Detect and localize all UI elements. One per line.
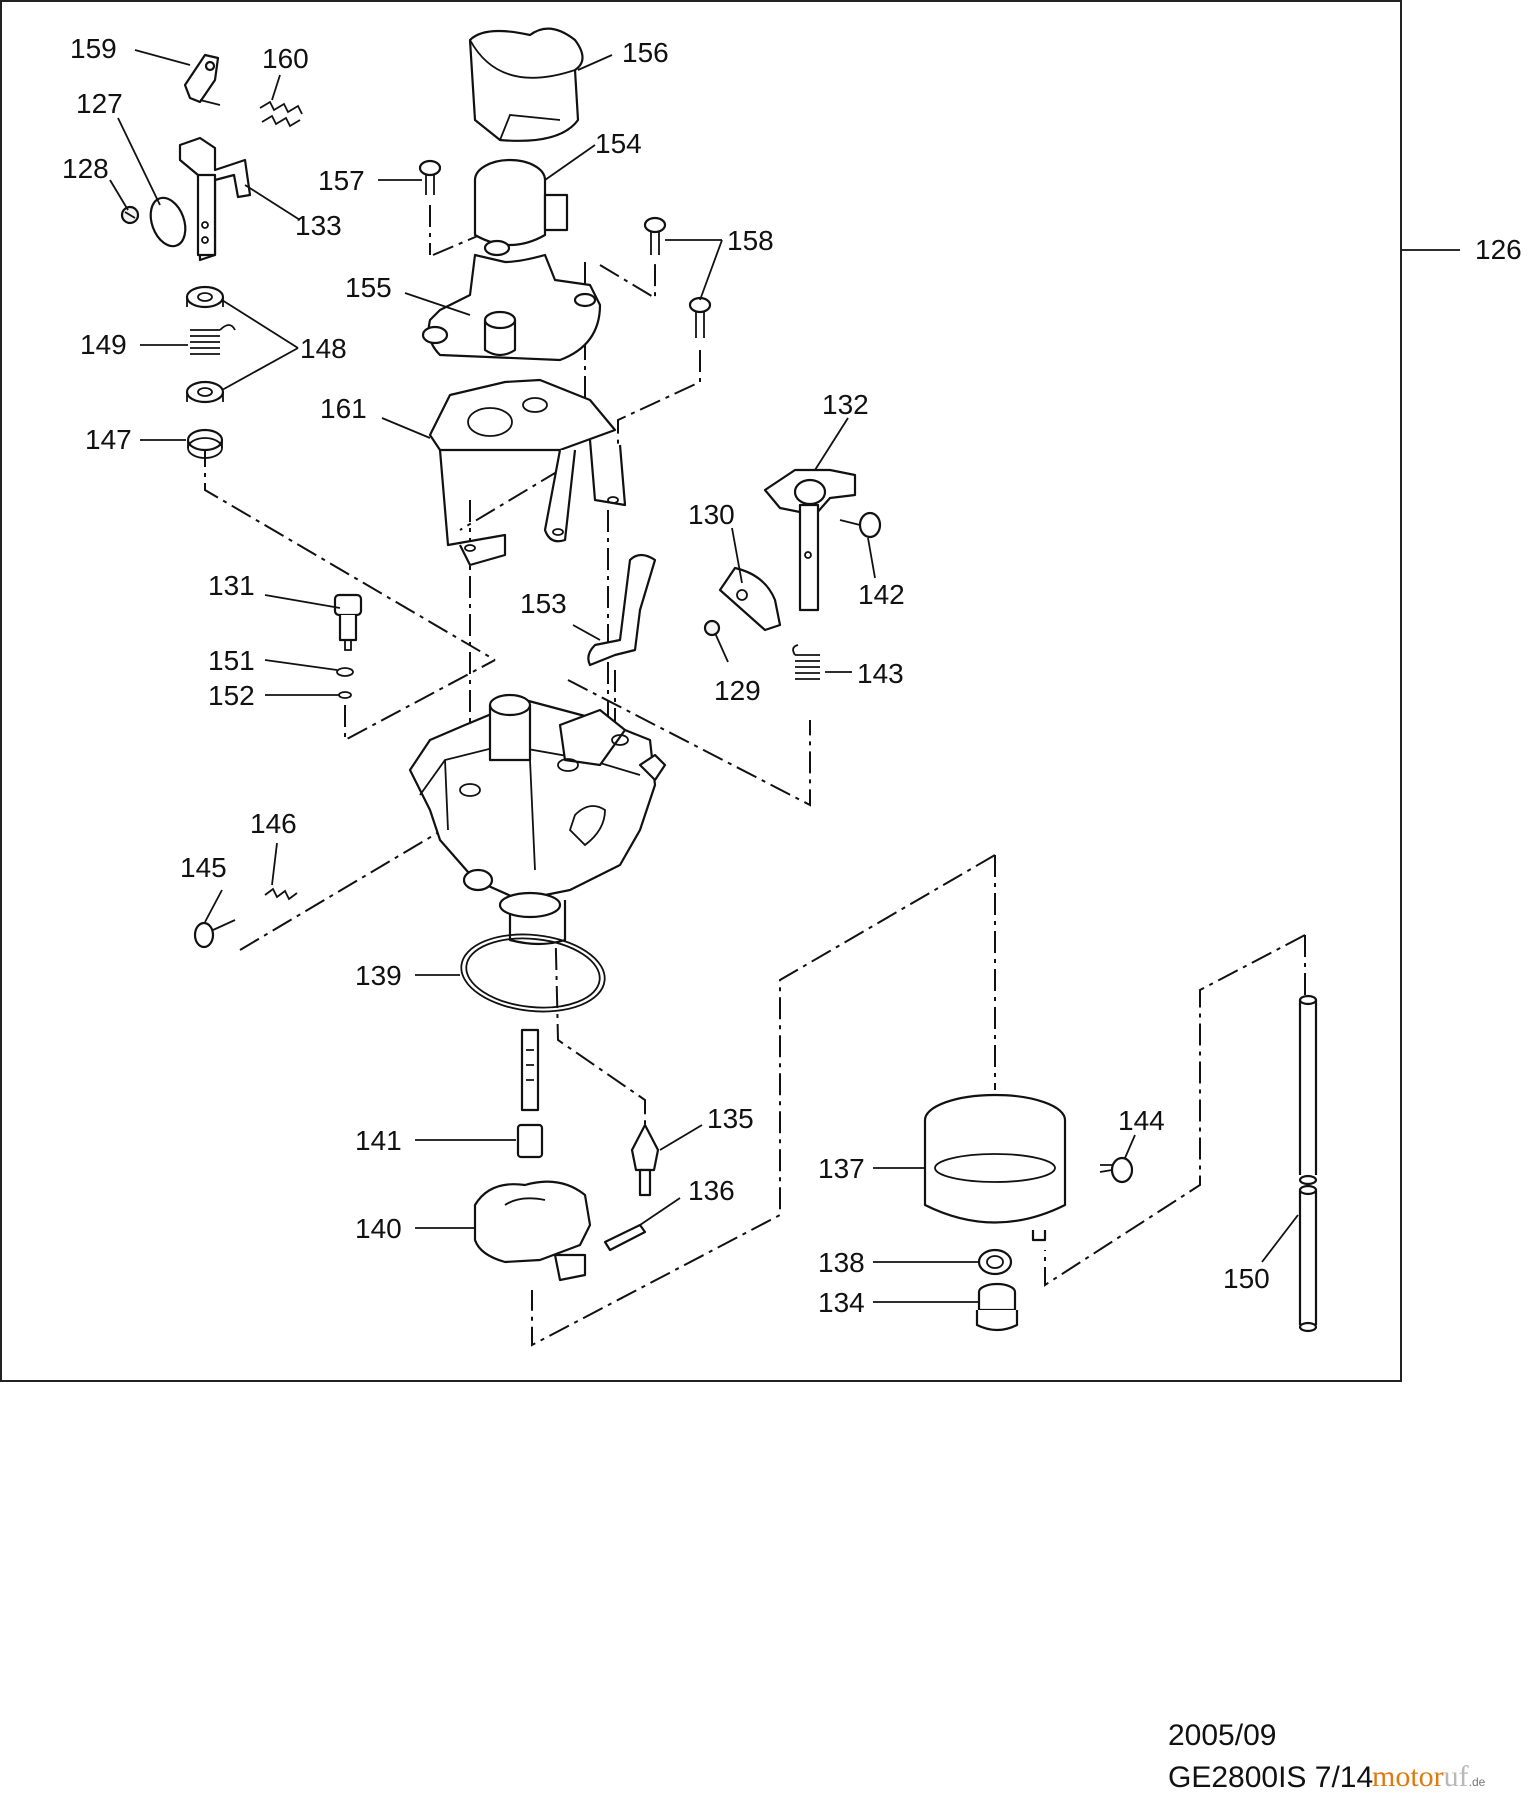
part-133-choke-shaft <box>178 136 252 262</box>
callout-134: 134 <box>818 1287 865 1318</box>
part-139-gasket <box>460 933 606 1013</box>
carburetor-body <box>408 693 667 946</box>
callout-145: 145 <box>180 852 227 883</box>
part-147-washer <box>186 428 224 459</box>
callout-152: 152 <box>208 680 255 711</box>
svg-text:motoruf.de: motoruf.de <box>1372 1760 1486 1793</box>
callout-140: 140 <box>355 1213 402 1244</box>
callout-151: 151 <box>208 645 255 676</box>
callout-153: 153 <box>520 588 567 619</box>
watermark-logo: motoruf.de <box>1372 1760 1486 1793</box>
part-150-tube <box>1298 994 1318 1333</box>
callout-159: 159 <box>70 33 117 64</box>
part-137-float-bowl <box>923 1093 1067 1242</box>
callout-155: 155 <box>345 272 392 303</box>
callout-138: 138 <box>818 1247 865 1278</box>
part-151-152-orings <box>336 667 354 699</box>
callout-144: 144 <box>1118 1105 1165 1136</box>
part-144-screw <box>1099 1156 1134 1184</box>
callout-146: 146 <box>250 808 297 839</box>
callout-139: 139 <box>355 960 402 991</box>
callout-154: 154 <box>595 128 642 159</box>
callout-136: 136 <box>688 1175 735 1206</box>
footer-model: GE2800IS 7/14 <box>1168 1761 1373 1794</box>
part-148-washers <box>185 285 225 404</box>
part-129-screw <box>703 619 721 637</box>
callout-157: 157 <box>318 165 365 196</box>
part-154-solenoid <box>473 158 569 257</box>
footer-date: 2005/09 <box>1168 1719 1276 1752</box>
callout-158: 158 <box>727 225 774 256</box>
part-131-screw <box>333 593 363 651</box>
part-136-pin <box>603 1223 647 1252</box>
part-156-cover <box>468 27 584 142</box>
callout-156: 156 <box>622 37 669 68</box>
callout-129: 129 <box>714 675 761 706</box>
callout-labels: 159 160 127 128 133 149 148 147 156 154 … <box>62 33 1522 1318</box>
part-149-spring <box>190 324 236 355</box>
callout-141: 141 <box>355 1125 402 1156</box>
callout-130: 130 <box>688 499 735 530</box>
part-140-float <box>473 1180 592 1282</box>
callout-142: 142 <box>858 579 905 610</box>
callout-148: 148 <box>300 333 347 364</box>
part-132-throttle-shaft <box>763 468 857 612</box>
part-155-bracket <box>421 253 602 362</box>
part-160-spring <box>259 100 303 128</box>
part-128-screw <box>120 205 140 225</box>
part-134-bolt <box>975 1282 1019 1332</box>
part-157-screw <box>418 159 442 195</box>
leader-lines <box>109 49 1299 1303</box>
part-146-spring <box>264 887 298 901</box>
callout-132: 132 <box>822 389 869 420</box>
callout-135: 135 <box>707 1103 754 1134</box>
callout-143: 143 <box>857 658 904 689</box>
callout-137: 137 <box>818 1153 865 1184</box>
callout-128: 128 <box>62 153 109 184</box>
part-138-washer <box>977 1248 1013 1276</box>
part-153-link <box>587 553 657 667</box>
callout-150: 150 <box>1223 1263 1270 1294</box>
part-145-screw <box>193 919 236 949</box>
assembly-lines <box>204 205 1306 1347</box>
callout-126: 126 <box>1475 234 1522 265</box>
part-142-screw <box>839 511 882 539</box>
callout-161: 161 <box>320 393 367 424</box>
part-161-plate <box>428 378 627 567</box>
callout-160: 160 <box>262 43 309 74</box>
callout-133: 133 <box>295 210 342 241</box>
diagram-frame <box>0 0 1402 1382</box>
callout-147: 147 <box>85 424 132 455</box>
callout-149: 149 <box>80 329 127 360</box>
part-130-throttle-plate <box>718 566 782 632</box>
part-127-plate <box>149 196 187 248</box>
callout-127: 127 <box>76 88 123 119</box>
part-143-spring <box>792 644 820 680</box>
part-159-lever <box>183 53 221 106</box>
callout-131: 131 <box>208 570 255 601</box>
part-141-jet <box>516 1028 544 1159</box>
part-135-needle <box>630 1123 660 1197</box>
part-158-screws <box>643 216 712 338</box>
